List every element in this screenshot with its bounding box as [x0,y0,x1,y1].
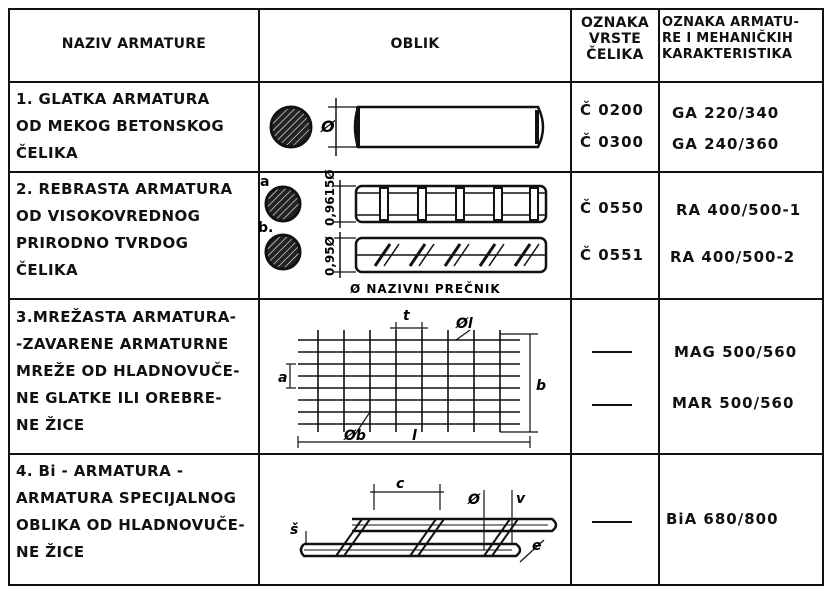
mesh-a-label: a [278,370,287,386]
row3-mark-1: MAG 500/560 [674,343,798,361]
row3-steel-dash-2 [592,404,632,406]
row3-name-line-2: -ZAVARENE ARMATURNE [16,335,229,353]
col-divider-3 [658,8,660,586]
header-steel-type: OZNAKA VRSTE ČELIKA [572,15,658,63]
ribbed-label-a: a [260,174,269,190]
header-marks: OZNAKA ARMATU- RE I MEHANIČKIH KARAKTERI… [662,15,824,63]
plain-bar-body [353,105,545,149]
mesh-l-label: l [412,428,417,444]
row1-name-line-1: 1. GLATKA ARMATURA [16,90,210,108]
row2-name-line-1: 2. REBRASTA ARMATURA [16,180,233,198]
header-name: NAZIV ARMATURE [61,36,207,52]
mesh-b-label: b [536,378,546,394]
row1-steel-1: Č 0200 [580,101,644,119]
row1-name-line-3: ČELIKA [16,144,79,162]
row4-name-line-4: NE ŽICE [16,543,85,561]
row-divider-1 [8,171,824,173]
row-divider-2 [8,298,824,300]
row2-steel-2: Č 0551 [580,246,644,264]
bi-e-label: e [532,538,542,554]
row3-name-line-4: NE GLATKE ILI OREBRE- [16,389,223,407]
row2-name-line-4: ČELIKA [16,261,79,279]
header-steel-line-1: OZNAKA [580,15,650,31]
header-marks-line-3: KARAKTERISTIKA [662,47,793,62]
bi-s-label: š [290,522,299,538]
ribbed-label-b: b. [258,220,273,236]
row1-mark-2: GA 240/360 [672,135,780,153]
bi-phi-label: Ø [467,492,481,508]
row2-name-line-3: PRIRODNO TVRDOG [16,234,189,252]
ribbed-a-dim-label: 0,9615Ø [323,169,337,226]
welded-mesh-drawing [286,322,538,448]
mesh-phil-label: Øl [455,316,473,332]
row3-name-line-5: NE ŽICE [16,416,85,434]
plain-bar-drawing: Ø [269,98,545,156]
row2-name: 2. REBRASTA ARMATURA OD VISOKOVREDNOG PR… [16,176,233,284]
row2-mark-2: RA 400/500-2 [670,248,796,266]
mesh-phib-label: Øb [343,428,366,444]
row2-mark-1: RA 400/500-1 [676,201,802,219]
header-steel-line-2: VRSTE [588,31,642,47]
plain-bar-dim-label: Ø [320,117,336,136]
bi-c-label: c [396,476,405,492]
row4-steel-dash [592,521,632,523]
row1-name: 1. GLATKA ARMATURA OD MEKOG BETONSKOG ČE… [16,86,224,167]
ribbed-b-cross-section [264,233,302,271]
bi-reinforcement-drawing [299,484,558,563]
row2-steel-1: Č 0550 [580,199,644,217]
bi-v-label: v [516,491,526,507]
ribbed-caption: Ø NAZIVNI PREČNIK [350,281,501,296]
row-divider-header [8,81,824,83]
row4-name: 4. Bi - ARMATURA - ARMATURA SPECIJALNOG … [16,458,245,566]
row3-name-line-3: MREŽE OD HLADNOVUČE- [16,362,240,380]
plain-bar-cross-section [269,105,313,149]
header-marks-line-1: OZNAKA ARMATU- [662,15,800,30]
header-steel-line-3: ČELIKA [586,47,644,63]
ribbed-bar-drawing: a b. 0,9615Ø [258,169,548,296]
col-divider-1 [258,8,260,586]
row1-name-line-2: OD MEKOG BETONSKOG [16,117,225,135]
row3-name: 3.MREŽASTA ARMATURA- -ZAVARENE ARMATURNE… [16,304,240,439]
header-marks-line-2: RE I MEHANIČKIH [662,31,794,46]
row-divider-3 [8,453,824,455]
ribbed-b-dim-label: 0,95Ø [323,236,337,276]
mesh-t-label: t [403,308,411,324]
row1-mark-1: GA 220/340 [672,104,780,122]
row4-name-line-3: OBLIKA OD HLADNOVUČE- [16,516,245,534]
table-frame [8,8,824,586]
row4-name-line-2: ARMATURA SPECIJALNOG [16,489,237,507]
row3-steel-dash-1 [592,351,632,353]
row3-name-line-1: 3.MREŽASTA ARMATURA- [16,308,237,326]
col-divider-2 [570,8,572,586]
row3-mark-2: MAR 500/560 [672,394,795,412]
row4-mark-1: BiA 680/800 [666,510,779,528]
row1-steel-2: Č 0300 [580,133,644,151]
row4-name-line-1: 4. Bi - ARMATURA - [16,462,184,480]
row2-name-line-2: OD VISOKOVREDNOG [16,207,201,225]
header-shape: OBLIK [390,36,440,52]
ribbed-a-cross-section [264,185,302,223]
